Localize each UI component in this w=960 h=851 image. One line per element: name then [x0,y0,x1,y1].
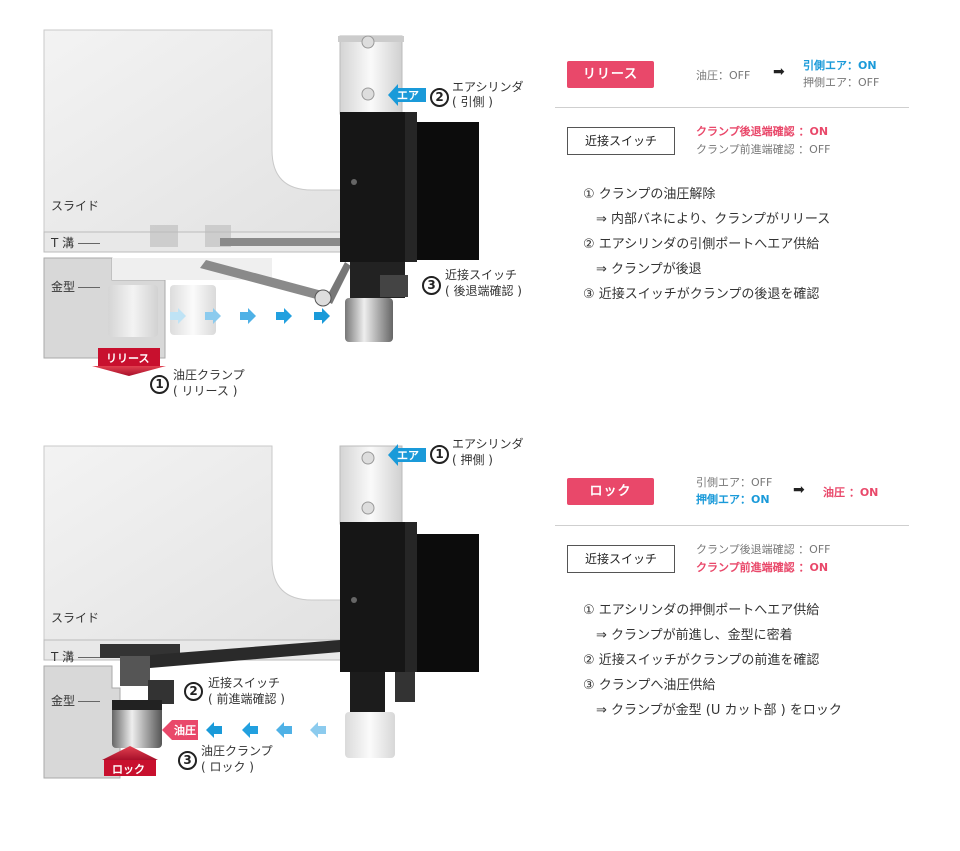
oil-tag: 油圧 [174,724,196,737]
die-label: 金型 [51,694,76,708]
step-item: ① クランプの油圧解除 [583,187,716,202]
step-item: ① エアシリンダの押側ポートへエア供給 [583,603,820,618]
air-tag-text: エア [397,449,419,462]
proximity-switch-box: 近接スイッチ [567,545,675,573]
callout-2-badge: 2 [430,88,449,107]
arrow-right-icon: ➡ [793,482,805,498]
air-tag-text: エア [397,89,419,102]
switch-retract-status: クランプ後退端確認 ：ON [696,125,829,138]
lock-tag: ロック [112,763,145,776]
tslot-label: T 溝 [51,650,75,664]
callout-2-line2: ( 前進端確認 ) [208,692,285,706]
air-pull-status: 引側エア：ON [803,59,877,72]
lock-mode-button: ロック [567,478,654,505]
bottom-mechanism-drawing [43,445,479,779]
air-arrow-icon [388,444,426,466]
air-arrow-tag: エア [388,442,426,472]
tslot-label: T 溝 [51,236,75,250]
callout-2-line1: 近接スイッチ [208,676,281,690]
step-item: ③ クランプへ油圧供給 [583,678,716,693]
arrow-right-icon: ➡ [773,64,785,80]
die-label: 金型 [51,280,76,294]
step-list: ① クランプの油圧解除 ⇒ 内部バネにより、クランプがリリース ② エアシリンダ… [583,182,830,307]
tslot-leader [78,243,100,244]
proximity-switch-box: 近接スイッチ [567,127,675,155]
tslot-leader [78,657,100,658]
air-push-status: 押側エア：ON [696,493,770,506]
top-mechanism-drawing [43,29,479,376]
callout-3-line1: 近接スイッチ [445,268,518,282]
divider [555,525,909,526]
divider [555,107,909,108]
top-diagram: スライド T 溝 金型 エア 2 エアシリンダ ( 引側 ) 3 近接スイッチ … [0,0,540,420]
switch-advance-status: クランプ前進端確認 ：OFF [696,143,831,156]
callout-1-badge: 1 [150,375,169,394]
callout-1-line1: 油圧クランプ [173,368,245,382]
slide-label: スライド [51,199,100,213]
callout-1-line2: ( リリース ) [173,384,238,398]
die-leader [78,701,100,702]
switch-retract-status: クランプ後退端確認 ：OFF [696,543,831,556]
callout-2-line1: エアシリンダ [452,80,524,94]
air-pull-status: 引側エア：OFF [696,476,773,489]
callout-3-line1: 油圧クランプ [201,744,273,758]
air-arrow-tag: エア [388,82,426,112]
release-mode-button: リリース [567,61,654,88]
step-item: ② 近接スイッチがクランプの前進を確認 [583,653,820,668]
release-tag: リリース [106,352,150,365]
bottom-diagram: スライド T 溝 金型 エア 1 エアシリンダ ( 押側 ) 2 近接スイッチ … [0,430,540,790]
switch-advance-status: クランプ前進端確認 ：ON [696,561,829,574]
die-leader [78,287,100,288]
step-item: ⇒ 内部バネにより、クランプがリリース [583,212,831,227]
callout-3-line2: ( 後退端確認 ) [445,284,522,298]
air-push-status: 押側エア：OFF [803,76,880,89]
step-item: ② エアシリンダの引側ポートへエア供給 [583,237,820,252]
callout-2-line2: ( 引側 ) [452,95,493,109]
callout-2-badge: 2 [184,682,203,701]
callout-1-badge: 1 [430,445,449,464]
step-list: ① エアシリンダの押側ポートへエア供給 ⇒ クランプが前進し、金型に密着 ② 近… [583,598,842,723]
callout-3-line2: ( ロック ) [201,760,254,774]
oil-status: 油圧 ：ON [823,486,879,499]
step-item: ③ 近接スイッチがクランプの後退を確認 [583,287,820,302]
callout-1-line2: ( 押側 ) [452,453,493,467]
callout-1-line1: エアシリンダ [452,437,524,451]
top-panel: リリース 油圧：OFF ➡ 引側エア：ON 押側エア：OFF 近接スイッチ クラ… [555,55,915,315]
slide-label: スライド [51,611,100,625]
step-item: ⇒ クランプが前進し、金型に密着 [583,628,793,643]
callout-3-badge: 3 [422,276,441,295]
bottom-panel: ロック 引側エア：OFF 押側エア：ON ➡ 油圧 ：ON 近接スイッチ クラン… [555,472,915,732]
step-item: ⇒ クランプが金型 (U カット部 ) をロック [583,703,842,718]
callout-3-badge: 3 [178,751,197,770]
step-item: ⇒ クランプが後退 [583,262,702,277]
air-arrow-icon [388,84,426,106]
oil-status: 油圧：OFF [696,69,751,82]
